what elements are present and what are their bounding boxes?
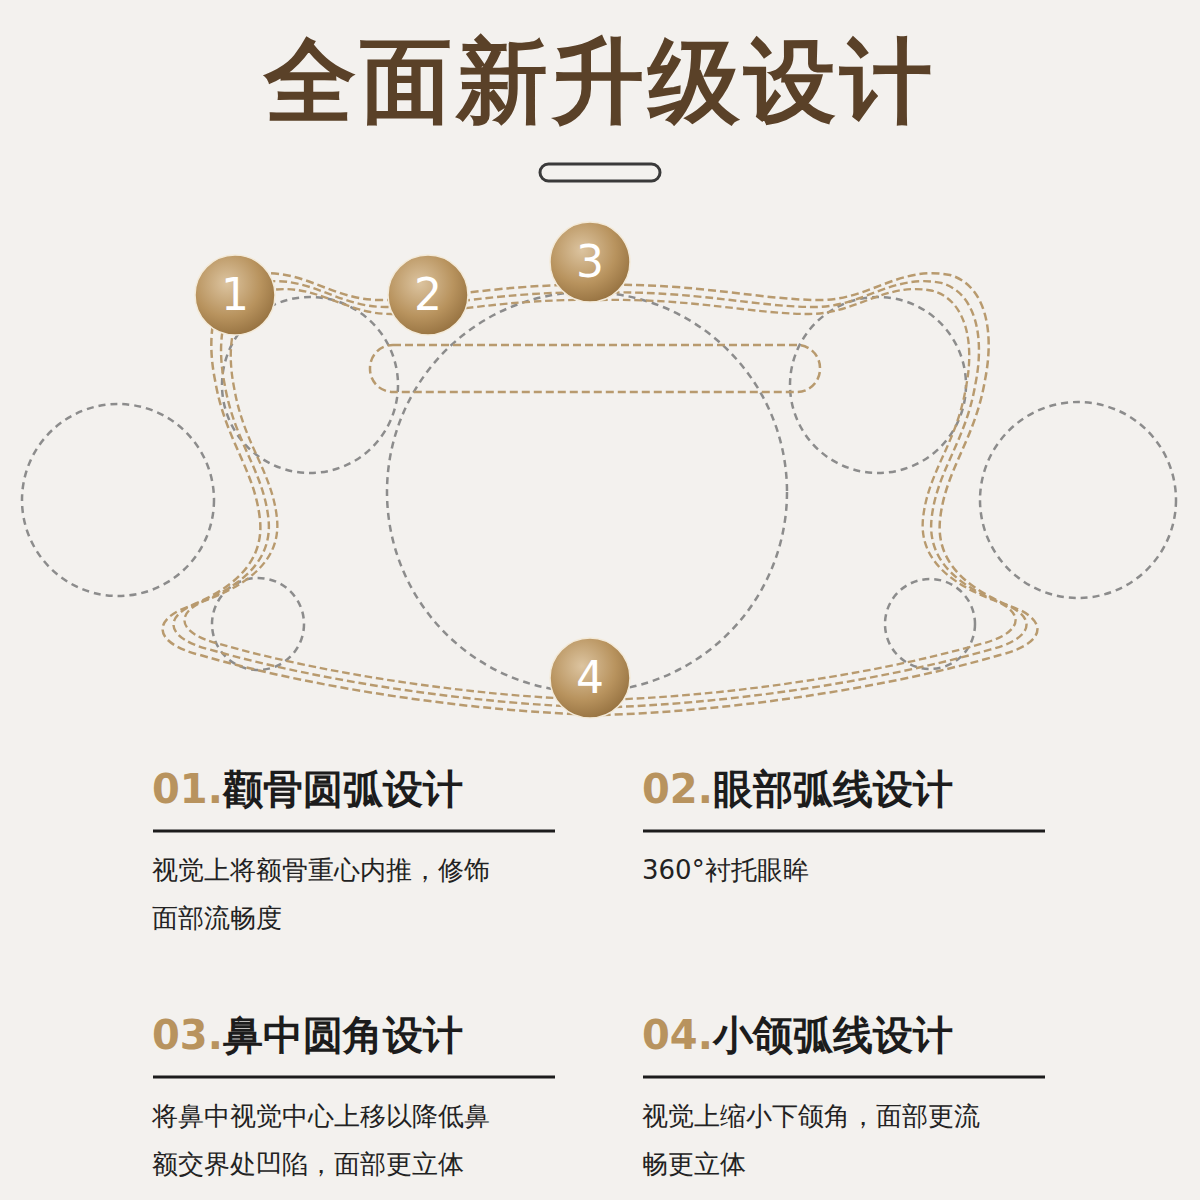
section-text: 360°衬托眼眸 (642, 846, 1002, 894)
nose-band (370, 345, 820, 392)
heading-rules (153, 831, 1045, 1077)
section-heading: 03.鼻中圆角设计 (152, 1010, 463, 1060)
section-title: 鼻中圆角设计 (223, 1012, 463, 1058)
section-number: 01. (152, 766, 223, 812)
callout-number: 4 (576, 656, 604, 700)
callout-circle: 2 (387, 254, 469, 336)
section-text: 视觉上将额骨重心内推，修饰 面部流畅度 (152, 846, 512, 942)
guide-circles (22, 292, 1176, 692)
callout-circle: 4 (549, 637, 631, 719)
section-number: 02. (642, 766, 713, 812)
section-heading: 01.颧骨圆弧设计 (152, 764, 463, 814)
section-heading: 02.眼部弧线设计 (642, 764, 953, 814)
callout-circle: 1 (194, 254, 276, 336)
page-title: 全面新升级设计 (0, 22, 1200, 142)
section-text: 视觉上缩小下颌角，面部更流 畅更立体 (642, 1092, 1002, 1188)
section-title: 眼部弧线设计 (713, 766, 953, 812)
section-title: 颧骨圆弧设计 (223, 766, 463, 812)
section-title: 小颌弧线设计 (713, 1012, 953, 1058)
section-heading: 04.小颌弧线设计 (642, 1010, 953, 1060)
section-number: 03. (152, 1012, 223, 1058)
section-text: 将鼻中视觉中心上移以降低鼻 额交界处凹陷，面部更立体 (152, 1092, 512, 1188)
callout-circle: 3 (549, 221, 631, 303)
callout-number: 2 (414, 273, 442, 317)
callout-number: 3 (576, 240, 604, 284)
callout-number: 1 (221, 273, 249, 317)
section-number: 04. (642, 1012, 713, 1058)
title-bar (540, 164, 660, 181)
